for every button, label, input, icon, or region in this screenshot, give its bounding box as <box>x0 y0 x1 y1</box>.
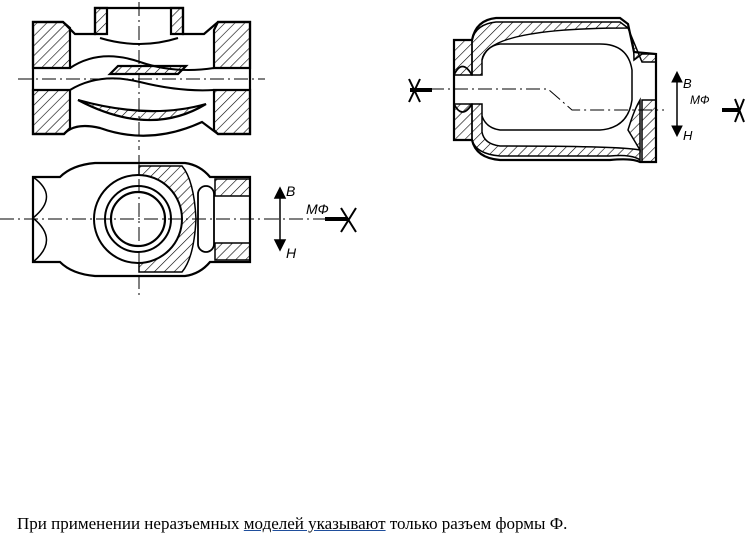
caption-text: При применении неразъемных моделей указы… <box>17 514 567 534</box>
elbow-section-drawing <box>452 16 658 164</box>
caption-part-1: При применении неразъемных <box>17 514 244 533</box>
caption-underlined: моделей указывают <box>243 514 386 533</box>
caption-part-3: только разъем формы Ф. <box>385 514 568 533</box>
valve-plan-drawing <box>31 161 252 278</box>
parting-label-plan: МФ <box>306 201 329 217</box>
lower-mark-elbow: Н <box>683 128 693 143</box>
parting-marker-elbow <box>408 70 745 138</box>
parting-label-elbow: МФ <box>690 93 710 107</box>
parting-marker-plan <box>265 186 357 252</box>
upper-mark-plan: В <box>286 183 295 199</box>
technical-drawing: В Н МФ В Н МФ <box>0 2 745 295</box>
upper-mark-elbow: В <box>683 76 692 91</box>
valve-section-drawing <box>31 6 252 137</box>
lower-mark-plan: Н <box>286 245 297 261</box>
